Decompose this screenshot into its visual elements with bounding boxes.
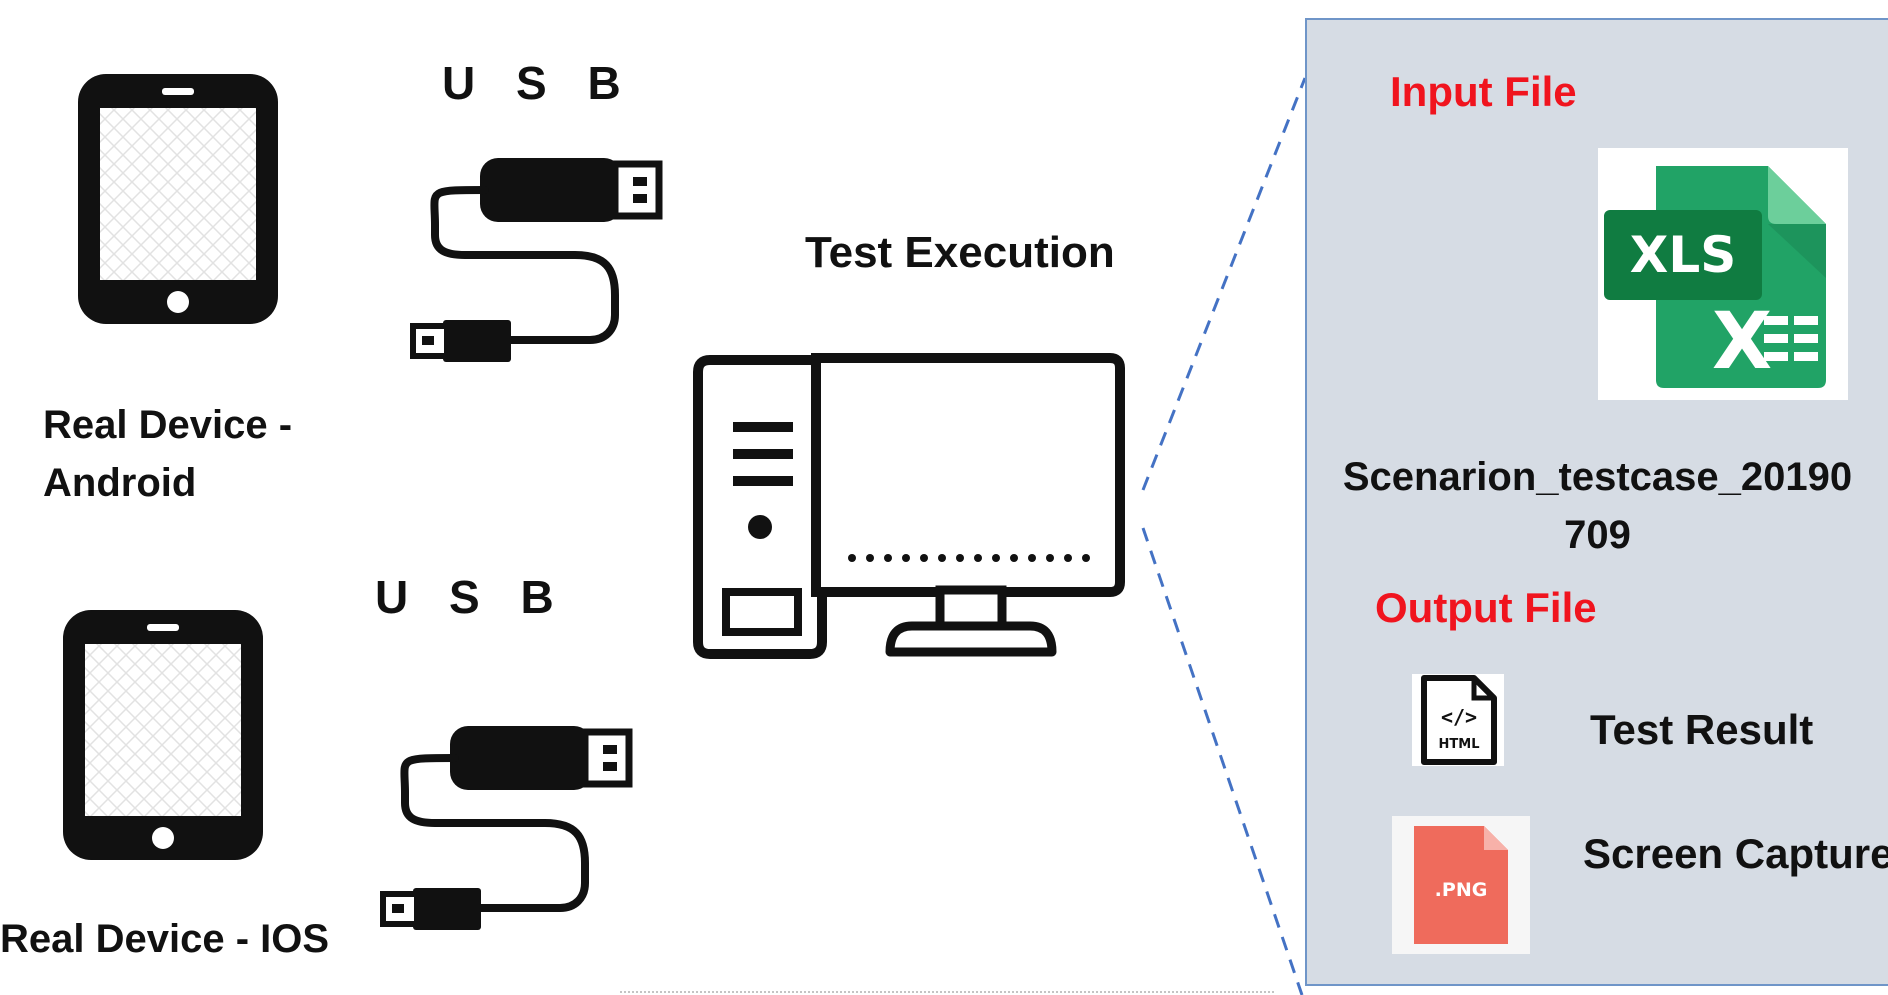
input-file-heading: Input File xyxy=(1390,68,1577,115)
usb-label-top: U S B xyxy=(442,57,635,109)
ios-tablet-icon xyxy=(63,610,263,860)
android-label-line2: Android xyxy=(43,461,197,505)
xls-file-icon: XLS X xyxy=(1598,148,1848,400)
connector-line-top xyxy=(1141,77,1307,491)
android-label-line1: Real Device - xyxy=(43,403,293,447)
desktop-computer-icon xyxy=(693,353,1125,659)
input-filename-line1: Scenarion_testcase_20190 xyxy=(1342,455,1853,499)
test-execution-title: Test Execution xyxy=(805,228,1115,277)
test-result-label: Test Result xyxy=(1590,706,1814,753)
usb-cable-icon xyxy=(410,158,663,362)
input-filename: Scenarion_testcase_20190 709 xyxy=(1310,448,1885,564)
svg-text:X: X xyxy=(1712,297,1772,387)
svg-text:HTML: HTML xyxy=(1439,737,1480,752)
svg-text:.PNG: .PNG xyxy=(1435,879,1488,901)
android-tablet-icon xyxy=(78,74,278,324)
svg-text:</>: </> xyxy=(1441,705,1477,729)
html-file-icon: </> HTML xyxy=(1412,674,1504,766)
output-file-heading: Output File xyxy=(1375,584,1597,631)
ios-device-label: Real Device - IOS xyxy=(0,917,330,961)
screen-capture-label: Screen Capture xyxy=(1583,830,1888,877)
svg-text:XLS: XLS xyxy=(1630,226,1736,284)
usb-label-bottom: U S B xyxy=(375,571,568,623)
png-file-icon: .PNG xyxy=(1392,816,1530,954)
usb-cable-icon xyxy=(380,726,633,930)
input-filename-line2: 709 xyxy=(1564,513,1631,557)
connector-line-bottom xyxy=(1141,527,1304,995)
android-device-label: Real Device - Android xyxy=(43,396,292,512)
